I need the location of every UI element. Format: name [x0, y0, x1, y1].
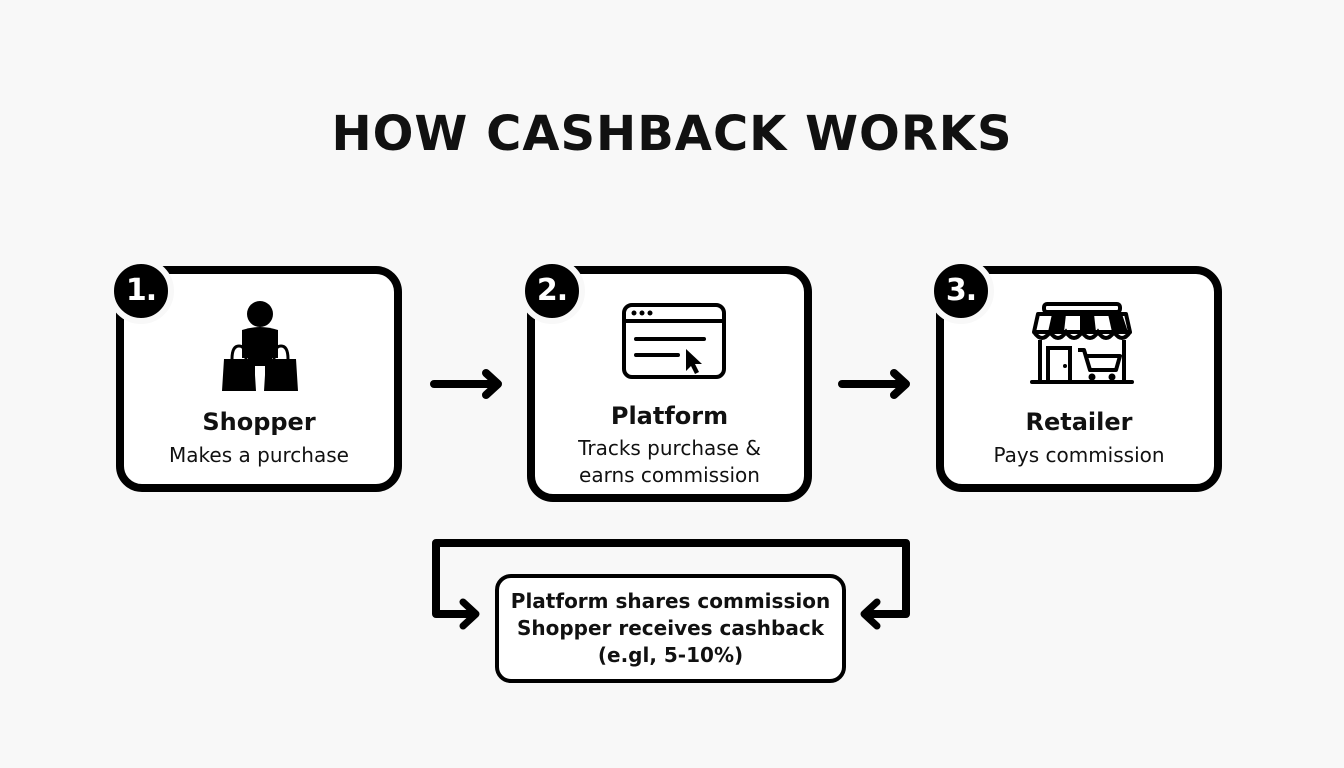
result-line: (e.gl, 5-10%)	[597, 643, 744, 667]
shopper-with-bags-icon	[218, 296, 302, 396]
page-title: HOW CASHBACK WORKS	[331, 106, 1013, 162]
step-description-line: earns commission	[579, 463, 760, 487]
step-description: Tracks purchase & earns commission	[535, 435, 804, 489]
step-description: Pays commission	[944, 442, 1214, 469]
step-number-badge: 2.	[519, 258, 585, 324]
step-description: Makes a purchase	[124, 442, 394, 469]
result-line: Platform shares commission	[510, 589, 831, 613]
step-title: Shopper	[202, 408, 316, 436]
cashback-result-box: Platform shares commission Shopper recei…	[495, 574, 846, 683]
step-card-retailer: Retailer Pays commission	[936, 266, 1222, 492]
step-number-badge: 1.	[108, 258, 174, 324]
browser-window-cursor-icon	[620, 301, 728, 381]
step-number-badge: 3.	[928, 258, 994, 324]
step-title: Platform	[610, 402, 729, 430]
storefront-cart-icon	[1030, 300, 1134, 388]
step-description-line: Makes a purchase	[169, 443, 349, 467]
arrow-right-icon	[430, 369, 506, 404]
result-line: Shopper receives cashback	[516, 616, 825, 640]
step-description-line: Tracks purchase &	[578, 436, 761, 460]
arrow-right-icon	[838, 369, 914, 404]
step-description-line: Pays commission	[993, 443, 1165, 467]
step-title: Retailer	[1025, 408, 1133, 436]
